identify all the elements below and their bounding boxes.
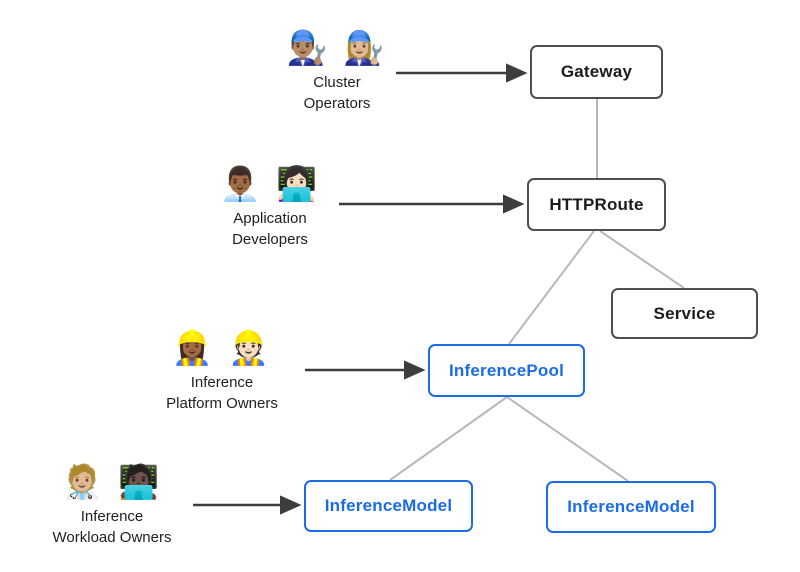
node-service: Service [611,288,758,339]
actor-application-developers: 👨🏾‍💼 👩🏻‍💻 Application Developers [195,164,345,250]
node-inferencemodel-left: InferenceModel [304,480,473,532]
actor-label-line: Workload Owners [52,528,172,546]
edge-inferencepool-inferencemodel-left [389,396,508,481]
actor-label-line: Developers [232,230,308,248]
edge-httproute-inferencepool [508,230,595,345]
actor-label-line: Platform Owners [166,394,278,412]
workload-owners-emoji-icon: 🧑🏼‍⚕️ 🧑🏿‍💻 [61,463,163,500]
edge-httproute-service [599,230,685,289]
node-inferencemodel-right: InferenceModel [546,481,716,533]
actor-label-line: Application [233,209,307,227]
actor-label-application-developers: Application Developers [232,208,308,250]
actor-label-line: Inference [80,507,144,525]
actor-label-cluster-operators: Cluster Operators [304,72,371,114]
developers-emoji-icon: 👨🏾‍💼 👩🏻‍💻 [219,165,321,202]
mechanics-emoji-icon: 👨🏽‍🔧 👩🏼‍🔧 [286,29,388,66]
actor-inference-workload-owners: 🧑🏼‍⚕️ 🧑🏿‍💻 Inference Workload Owners [22,462,202,548]
node-gateway: Gateway [530,45,663,99]
actor-label-line: Inference [190,373,254,391]
construction-workers-emoji-icon: 👷🏾‍♀️ 👷🏻 [171,329,273,366]
actor-label-line: Operators [303,94,371,112]
actor-inference-platform-owners: 👷🏾‍♀️ 👷🏻 Inference Platform Owners [132,328,312,414]
node-inferencepool: InferencePool [428,344,585,397]
actor-label-inference-platform-owners: Inference Platform Owners [166,372,278,414]
actor-cluster-operators: 👨🏽‍🔧 👩🏼‍🔧 Cluster Operators [262,28,412,114]
node-httproute: HTTPRoute [527,178,666,231]
edge-inferencepool-inferencemodel-right [506,396,629,482]
actor-label-inference-workload-owners: Inference Workload Owners [53,506,172,548]
actor-label-line: Cluster [313,73,361,91]
